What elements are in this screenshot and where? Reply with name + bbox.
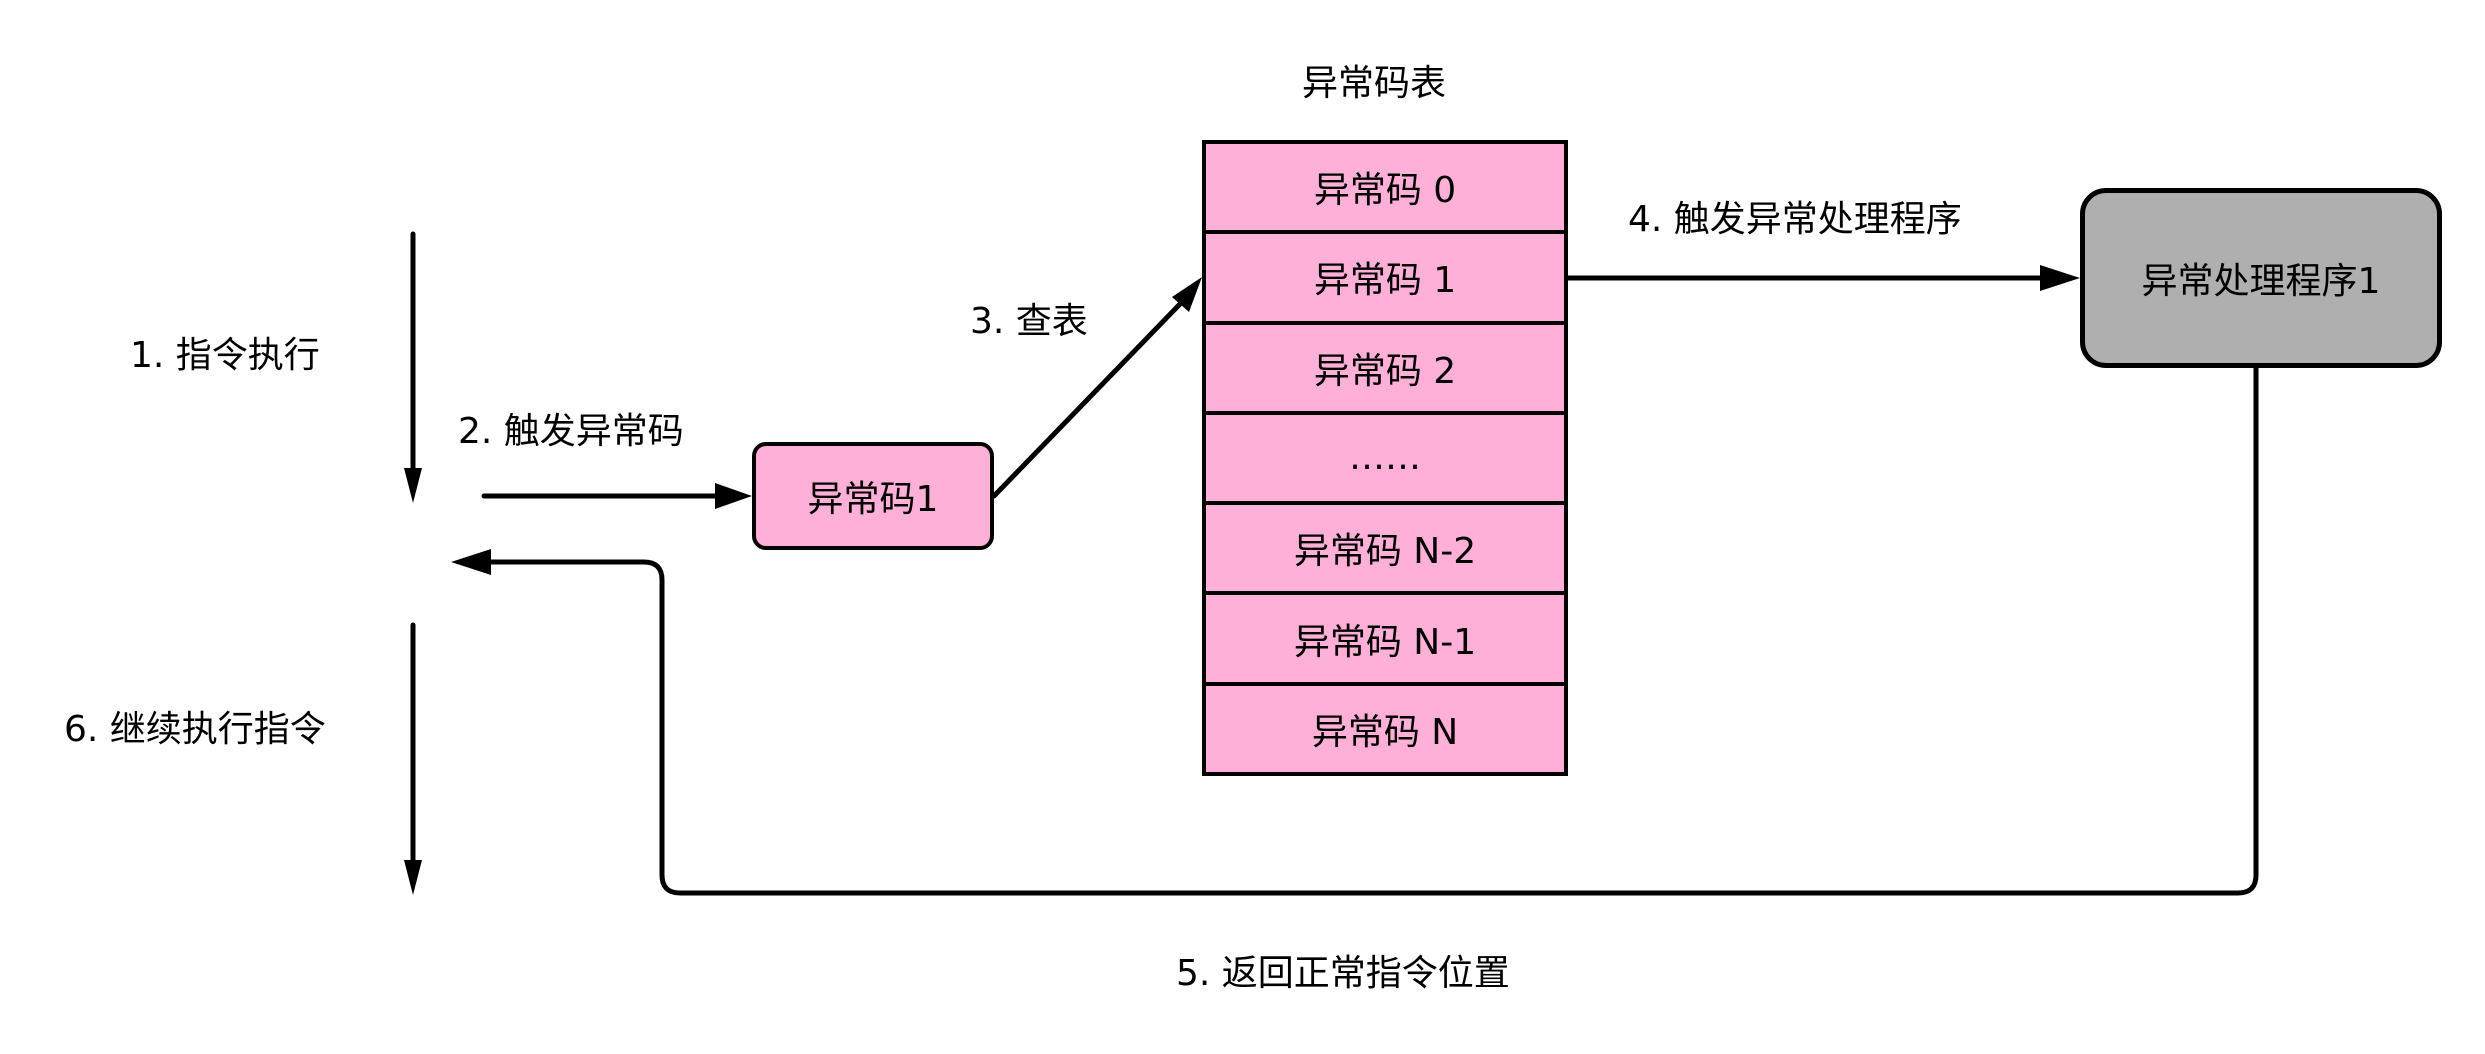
arrow-execute-down-head	[404, 468, 422, 503]
table-title: 异常码表	[1302, 63, 1447, 104]
exception-code-table: 异常码 0 异常码 1 异常码 2 …… 异常码 N-2 异常码 N-1 异常码…	[1202, 140, 1568, 776]
table-row-1: 异常码 1	[1206, 230, 1564, 320]
exception-code-box-label: 异常码1	[807, 479, 939, 520]
exception-handler-box-label: 异常处理程序1	[2141, 261, 2381, 302]
exception-handler-box: 异常处理程序1	[2080, 188, 2442, 368]
arrow-continue-down-head	[404, 860, 422, 895]
table-row-n-1: 异常码 N-1	[1206, 591, 1564, 681]
arrow-lookup	[991, 301, 1183, 499]
table-row-0: 异常码 0	[1313, 170, 1457, 212]
step-1-label: 1. 指令执行	[130, 335, 320, 376]
arrow-trigger-head	[715, 483, 752, 509]
step-3-label: 3. 查表	[970, 301, 1088, 342]
step-5-label: 5. 返回正常指令位置	[1176, 953, 1510, 994]
arrow-return-head	[451, 549, 491, 575]
step-2-label: 2. 触发异常码	[458, 411, 684, 452]
step-6-label: 6. 继续执行指令	[64, 709, 326, 750]
table-row-n-2: 异常码 N-2	[1206, 501, 1564, 591]
step-4-label: 4. 触发异常处理程序	[1628, 199, 1962, 240]
arrow-return	[486, 365, 2259, 896]
arrow-handler-head	[2040, 265, 2080, 291]
exception-code-box: 异常码1	[752, 442, 994, 550]
table-row-2: 异常码 2	[1206, 320, 1564, 411]
table-row-ellipsis: ……	[1206, 410, 1564, 501]
table-row-n: 异常码 N	[1206, 681, 1564, 772]
